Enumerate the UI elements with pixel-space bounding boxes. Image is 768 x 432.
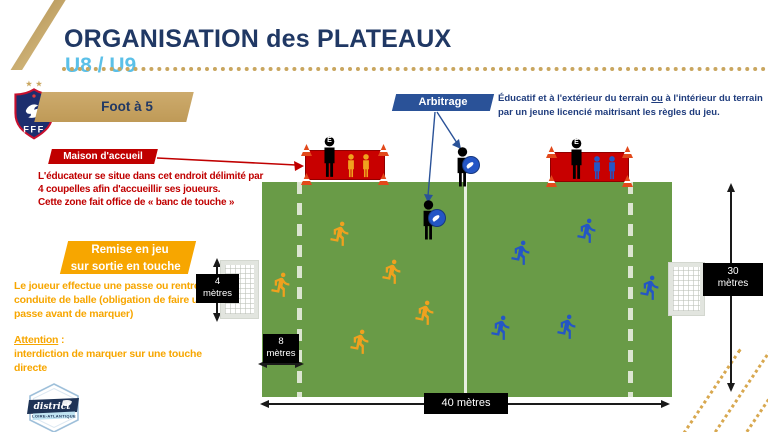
pitch-length-label: 40 mètres <box>424 393 508 414</box>
bench-left: E <box>301 136 389 185</box>
page-title: ORGANISATION des PLATEAUX <box>64 24 452 53</box>
person-icon <box>566 138 587 181</box>
fff-stars-icon: ★ ★ <box>25 78 42 88</box>
foot-a-5-label: Foot à 5 <box>101 99 153 114</box>
player-waiting-blue <box>591 156 603 180</box>
referee-ball-icon <box>462 156 480 174</box>
cone-icon <box>301 144 312 156</box>
district-logo-line1: district <box>34 402 72 412</box>
cone-icon <box>546 146 557 158</box>
person-icon <box>345 154 357 178</box>
cone-icon <box>622 175 633 187</box>
person-icon <box>360 154 372 178</box>
person-icon <box>319 136 340 179</box>
person-icon <box>606 156 618 180</box>
gold-slash-decoration <box>10 0 70 70</box>
dotted-divider <box>62 67 766 71</box>
fff-label: FFF <box>23 125 45 135</box>
remise-en-jeu-label: Remise en jeu sur sortie en touche <box>59 241 197 274</box>
person-icon <box>591 156 603 180</box>
pitch <box>262 182 672 397</box>
zone-width-label: 8 mètres <box>263 334 299 363</box>
player-waiting-blue <box>606 156 618 180</box>
educator-badge: E <box>327 137 332 144</box>
cone-icon <box>378 144 389 156</box>
educator-badge: E <box>574 139 579 146</box>
cone-icon <box>622 146 633 158</box>
player-waiting-orange <box>345 154 357 178</box>
attention-note: Attention :interdiction de marquer sur u… <box>14 334 202 375</box>
goal-width-label: 4 mètres <box>196 274 239 303</box>
maison-accueil-text: L'éducateur se situe dans cet endroit dé… <box>38 171 264 208</box>
educator-figure: E <box>566 138 587 181</box>
cone-icon <box>301 173 312 185</box>
fff-crest-dot <box>32 94 36 98</box>
arbitrage-label: Arbitrage <box>391 94 495 111</box>
bench-right: E <box>546 138 633 187</box>
district-logo-line2: LOIRE-ATLANTIQUE <box>32 414 76 419</box>
pitch-width-label: 30 mètres <box>703 263 763 296</box>
arbitrage-note: Éducatif et à l'extérieur du terrain ou … <box>498 93 763 118</box>
left-zone-dashed-line <box>297 182 302 397</box>
maison-accueil-label: Maison d'accueil <box>48 149 158 164</box>
educator-figure: E <box>319 136 340 179</box>
halfway-line <box>464 182 467 397</box>
right-zone-dashed-line <box>628 182 633 397</box>
cone-icon <box>378 173 389 185</box>
page-subtitle: U8 / U9 <box>65 54 137 78</box>
remise-en-jeu-text: Le joueur effectue une passe ou rentre e… <box>14 280 215 321</box>
player-waiting-orange <box>360 154 372 178</box>
goal-right <box>669 263 704 315</box>
cone-icon <box>546 175 557 187</box>
gold-diagonal-dots <box>672 348 742 432</box>
district-logo: district LOIRE-ATLANTIQUE <box>26 383 82 432</box>
foot-a-5-banner: Foot à 5 <box>34 92 194 122</box>
